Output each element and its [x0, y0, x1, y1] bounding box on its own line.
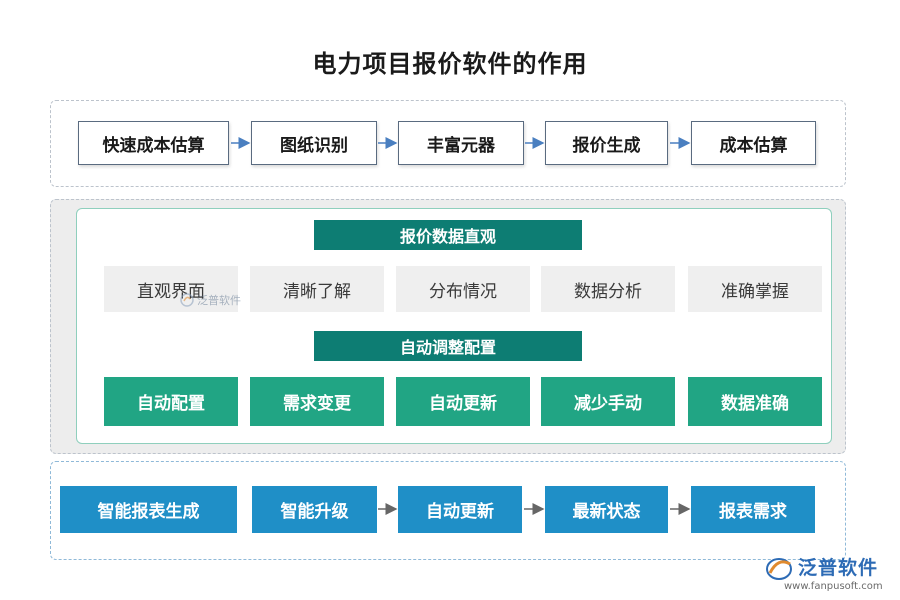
- watermark-text: 泛普软件: [197, 294, 241, 307]
- blue-box-5: 报表需求: [691, 486, 815, 533]
- brand-url: www.fanpusoft.com: [784, 581, 883, 592]
- grey-box-1: 直观界面: [104, 266, 238, 312]
- green-box-3: 自动更新: [396, 377, 530, 426]
- watermark: 泛普软件: [180, 292, 241, 308]
- grey-box-2: 清晰了解: [250, 266, 384, 312]
- section-top-frame: [50, 100, 846, 187]
- grey-box-4: 数据分析: [541, 266, 675, 312]
- blue-box-4: 最新状态: [545, 486, 668, 533]
- section-bottom-frame: [50, 461, 846, 560]
- flow-box-1: 快速成本估算: [78, 121, 229, 165]
- brand-logo: 泛普软件 www.fanpusoft.com: [764, 553, 894, 599]
- blue-box-2: 智能升级: [252, 486, 377, 533]
- flow-box-4: 报价生成: [545, 121, 668, 165]
- green-box-5: 数据准确: [688, 377, 822, 426]
- grey-box-3: 分布情况: [396, 266, 530, 312]
- green-box-2: 需求变更: [250, 377, 384, 426]
- flow-box-2: 图纸识别: [251, 121, 377, 165]
- watermark-logo-icon: [180, 293, 194, 307]
- fanpu-logo-icon: [766, 558, 792, 580]
- grey-box-5: 准确掌握: [688, 266, 822, 312]
- flow-box-3: 丰富元器: [398, 121, 524, 165]
- header-bar-auto-config: 自动调整配置: [314, 331, 582, 361]
- green-box-1: 自动配置: [104, 377, 238, 426]
- green-box-4: 减少手动: [541, 377, 675, 426]
- flow-box-5: 成本估算: [691, 121, 816, 165]
- blue-box-3: 自动更新: [398, 486, 522, 533]
- header-bar-quote-data: 报价数据直观: [314, 220, 582, 250]
- brand-name: 泛普软件: [798, 557, 879, 579]
- diagram-title: 电力项目报价软件的作用: [312, 50, 588, 78]
- blue-box-1: 智能报表生成: [60, 486, 237, 533]
